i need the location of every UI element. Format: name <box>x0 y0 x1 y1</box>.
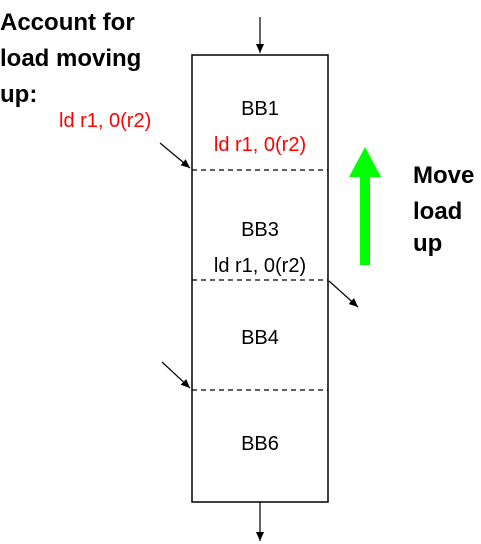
block-label-bb1: BB1 <box>241 98 279 120</box>
side-entry-arrow-bb6 <box>161 361 191 389</box>
block-column-outline <box>191 54 329 503</box>
block-label-bb4: BB4 <box>241 327 279 349</box>
heading-line-3: up: <box>0 81 37 108</box>
move-up-arrow <box>349 147 381 265</box>
block-label-bb3: BB3 <box>241 219 279 241</box>
outside-instruction: ld r1, 0(r2) <box>59 110 151 132</box>
heading-line-1: Account for <box>0 9 135 36</box>
block-instruction-bb1: ld r1, 0(r2) <box>214 134 306 156</box>
side-note-line-3: up <box>413 230 442 257</box>
side-entry-arrow-bb3 <box>159 142 191 169</box>
heading-line-2: load moving <box>0 45 141 72</box>
side-note-line-2: load <box>413 198 462 225</box>
side-exit-arrow-bb3 <box>328 280 359 308</box>
block-instruction-bb3: ld r1, 0(r2) <box>214 255 306 277</box>
block-label-bb6: BB6 <box>241 433 279 455</box>
side-note-line-1: Move <box>413 162 474 189</box>
